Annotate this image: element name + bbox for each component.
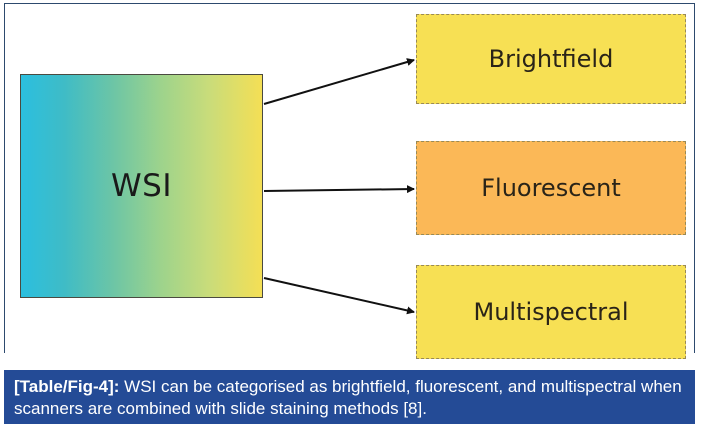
caption-ref: [Table/Fig-4]: xyxy=(14,377,120,396)
multispectral-box: Multispectral xyxy=(416,265,686,359)
caption-text: WSI can be categorised as brightfield, f… xyxy=(14,377,682,418)
multispectral-label: Multispectral xyxy=(473,298,629,326)
brightfield-box: Brightfield xyxy=(416,14,686,104)
figure-caption: [Table/Fig-4]: WSI can be categorised as… xyxy=(4,370,695,424)
fluorescent-label: Fluorescent xyxy=(481,174,621,202)
brightfield-label: Brightfield xyxy=(488,45,614,73)
wsi-source-box: WSI xyxy=(20,74,263,298)
wsi-label: WSI xyxy=(111,168,172,204)
fluorescent-box: Fluorescent xyxy=(416,141,686,235)
